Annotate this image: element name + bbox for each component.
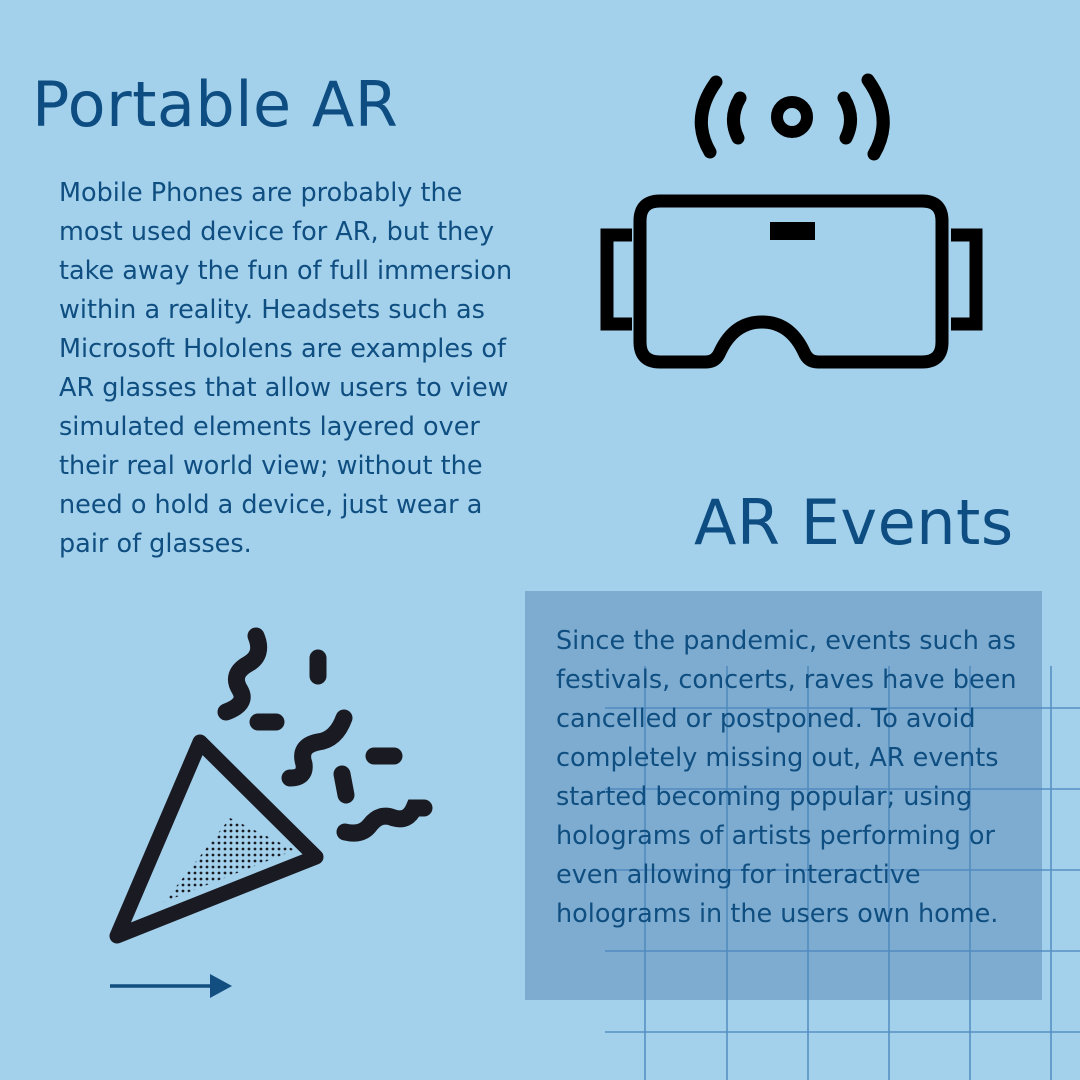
arrow-right-icon xyxy=(110,974,232,998)
vr-headset-icon xyxy=(600,73,983,369)
portable-ar-text: Mobile Phones are probably the most used… xyxy=(59,178,513,559)
ar-events-panel xyxy=(525,591,1042,1000)
ar-events-title: AR Events xyxy=(694,486,1014,559)
portable-ar-title: Portable AR xyxy=(32,68,399,141)
party-popper-icon xyxy=(109,627,433,944)
ar-events-text: Since the pandemic, events such as festi… xyxy=(556,626,1017,929)
